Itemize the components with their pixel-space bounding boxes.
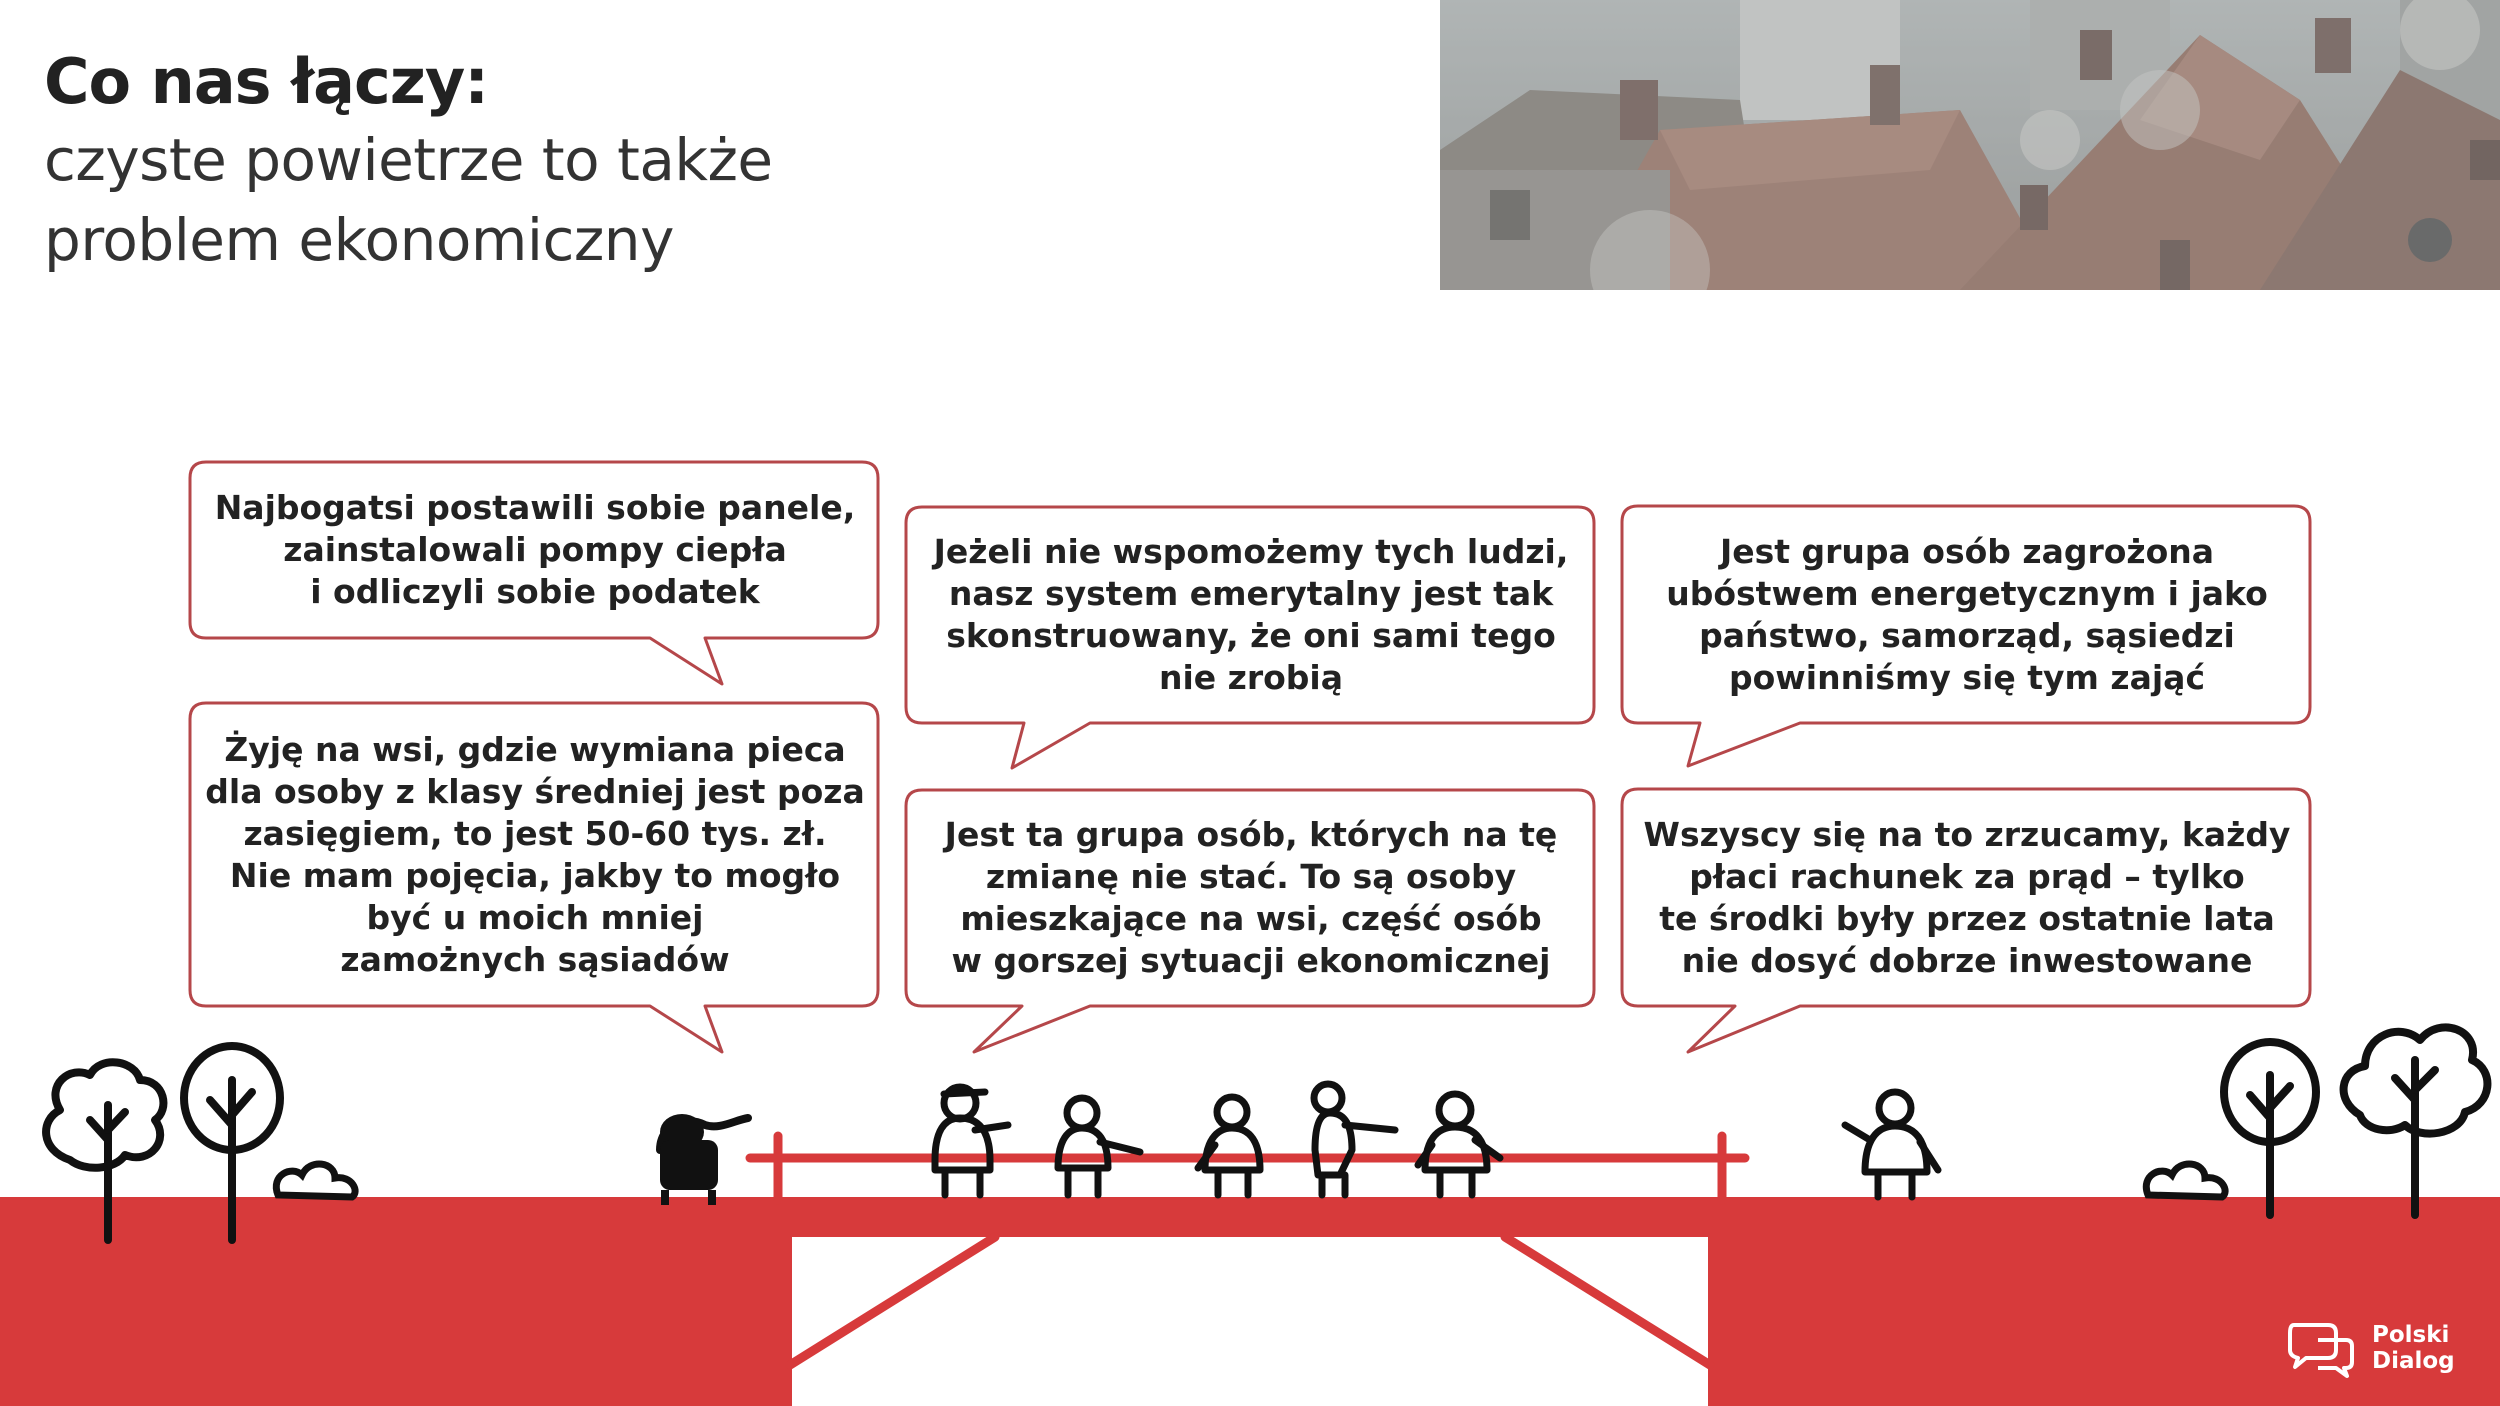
speech-bubble-2: Żyję na wsi, gdzie wymiana pieca dla oso… [192, 705, 878, 1004]
person-icon [931, 1083, 1012, 1199]
speech-bubble-5-text: Jest grupa osób zagrożona ubóstwem energ… [1666, 531, 2268, 697]
person-sitting-icon [656, 1114, 752, 1205]
polski-dialog-logo: Polski Dialog [2362, 1322, 2455, 1374]
speech-bubble-6: Wszyscy się na to zrzucamy, każdy płaci … [1624, 791, 2310, 1004]
tree-icon [2339, 1023, 2492, 1219]
bubble-6-shape [1620, 787, 2312, 1054]
speech-bubble-1: Najbogatsi postawili sobie panele, zains… [192, 464, 878, 636]
bush-icon [2142, 1160, 2229, 1201]
speech-bubble-2-text: Żyję na wsi, gdzie wymiana pieca dla oso… [205, 729, 865, 979]
title-bold: Co nas łączy: [44, 45, 489, 118]
speech-bubble-3: Jeżeli nie wspomożemy tych ludzi, nasz s… [908, 509, 1594, 721]
bubble-5-shape [1620, 504, 2312, 768]
bush-icon [272, 1160, 359, 1201]
speech-bubble-4: Jest ta grupa osób, których na tę zmianę… [908, 792, 1594, 1004]
tree-icon [180, 1042, 284, 1244]
subtitle-line-1: czyste powietrze to także [44, 126, 773, 194]
bridge-structure [745, 1131, 1750, 1370]
bubble-4-shape [904, 788, 1596, 1054]
speech-bubble-4-text: Jest ta grupa osób, których na tę zmianę… [944, 815, 1558, 980]
ground-left [0, 1197, 790, 1406]
person-icon [1841, 1088, 1942, 1201]
person-icon [1310, 1080, 1399, 1199]
logo-text: Polski Dialog [2372, 1322, 2455, 1374]
tree-icon [2220, 1038, 2320, 1219]
logo-icon [2288, 1323, 2354, 1378]
bubble-3-shape [904, 505, 1596, 770]
bubble-2-shape [188, 701, 880, 1054]
page-title: Co nas łączy: czyste powietrze to także … [44, 44, 1344, 280]
tree-icon [42, 1058, 168, 1244]
bubble-1-shape [188, 460, 880, 686]
speech-bubble-5: Jest grupa osób zagrożona ubóstwem energ… [1624, 508, 2310, 721]
ground-right [1710, 1197, 2500, 1406]
subtitle-line-2: problem ekonomiczny [44, 206, 674, 274]
person-icon [1414, 1090, 1504, 1199]
speech-bubble-3-text: Jeżeli nie wspomożemy tych ludzi, nasz s… [933, 532, 1569, 697]
speech-bubble-outlines [188, 460, 2312, 1054]
speech-bubble-6-text: Wszyscy się na to zrzucamy, każdy płaci … [1643, 814, 2291, 980]
speech-bubble-1-text: Najbogatsi postawili sobie panele, zains… [214, 488, 856, 611]
bridge-deck [790, 1197, 1710, 1237]
person-icon [1054, 1094, 1144, 1199]
rooftops-photo [1440, 0, 2500, 290]
person-icon [1194, 1093, 1264, 1199]
